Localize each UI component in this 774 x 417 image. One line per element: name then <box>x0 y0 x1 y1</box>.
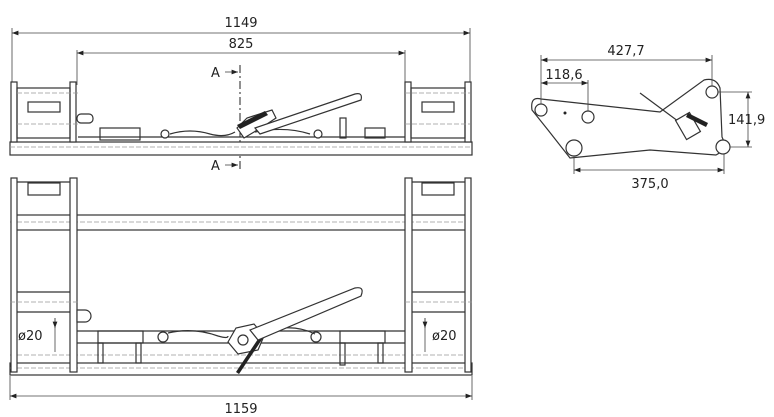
dimension-427-7: 427,7 <box>540 44 713 104</box>
dim-label-1149: 1149 <box>224 16 257 31</box>
left-frame-bottom <box>10 177 92 373</box>
bottom-view: ø20 ø20 1159 <box>9 177 473 417</box>
side-view: 427,7 118,6 141,9 375,0 <box>531 44 765 192</box>
pin-diameter-left: ø20 <box>18 318 58 352</box>
dim-label-1159: 1159 <box>224 402 257 417</box>
linkage-bottom <box>77 287 405 374</box>
top-view: 1149 825 A A <box>9 16 473 174</box>
left-bracket-top <box>10 81 94 143</box>
dimension-overall-width-top: 1149 <box>11 16 471 85</box>
pin-diameter-right: ø20 <box>422 318 457 352</box>
section-mark-bottom: A <box>211 159 220 174</box>
linkage-top <box>78 93 405 141</box>
dim-label-825: 825 <box>229 37 254 52</box>
svg-text:118,6: 118,6 <box>545 68 582 83</box>
svg-text:ø20: ø20 <box>432 329 457 344</box>
cross-bar <box>15 214 467 231</box>
section-mark-top: A <box>211 66 220 81</box>
dimension-141-9: 141,9 <box>718 91 765 148</box>
dimension-118-6: 118,6 <box>541 68 589 111</box>
dimension-375-0: 375,0 <box>573 154 725 192</box>
right-bracket-top <box>404 81 472 143</box>
svg-text:375,0: 375,0 <box>631 177 668 192</box>
base-bar-top <box>9 141 473 156</box>
dimension-inner-width: 825 <box>76 37 406 85</box>
svg-text:141,9: 141,9 <box>728 113 765 128</box>
svg-text:427,7: 427,7 <box>607 44 644 59</box>
right-frame-bottom <box>404 177 472 373</box>
dimension-overall-width-bottom: 1159 <box>9 376 473 417</box>
svg-text:ø20: ø20 <box>18 329 43 344</box>
